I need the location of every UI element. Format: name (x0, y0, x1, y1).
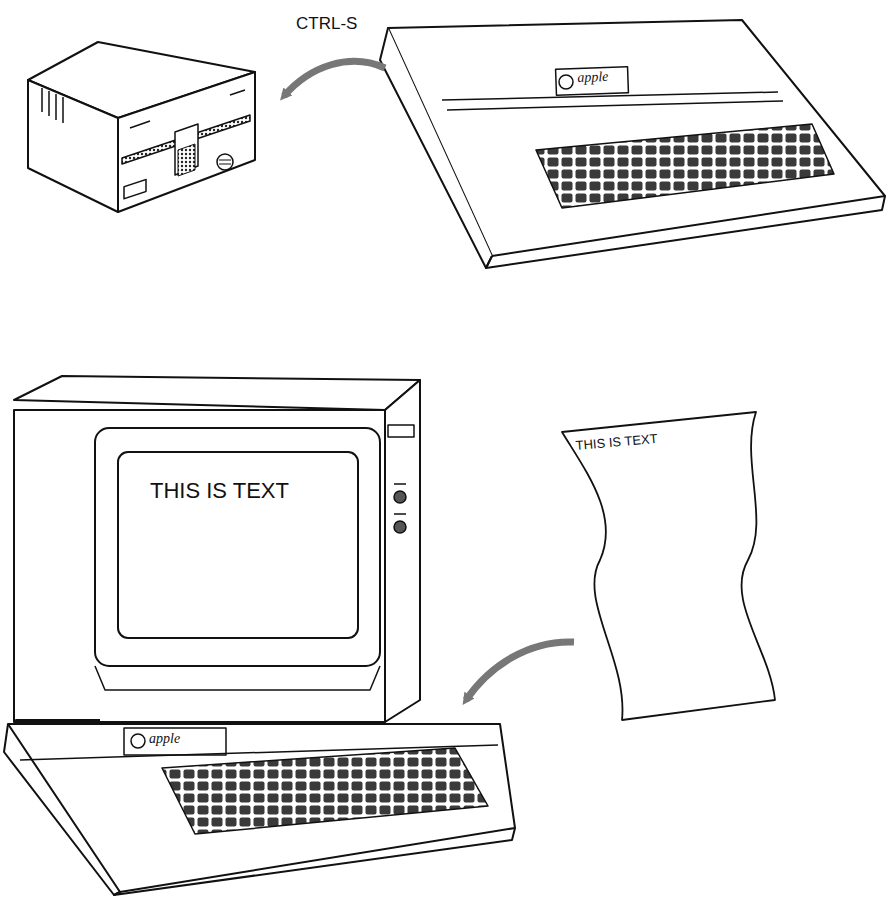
monitor-front (14, 410, 385, 722)
drive-front (118, 72, 255, 212)
brand-label: apple (149, 731, 180, 747)
drive-side (28, 80, 118, 212)
monitor-bezel (95, 428, 380, 666)
computer-base (8, 724, 515, 892)
paper-sheet (562, 412, 775, 720)
command-label: CTRL-S (296, 14, 357, 34)
monitor-screen (118, 452, 358, 638)
brand-label: apple (577, 69, 609, 86)
transfer-arrow (284, 61, 385, 96)
keyboard (536, 124, 834, 208)
input-arrow (466, 642, 574, 700)
keyboard (162, 748, 488, 834)
screen-text: THIS IS TEXT (150, 478, 289, 504)
monitor-top (14, 376, 420, 410)
